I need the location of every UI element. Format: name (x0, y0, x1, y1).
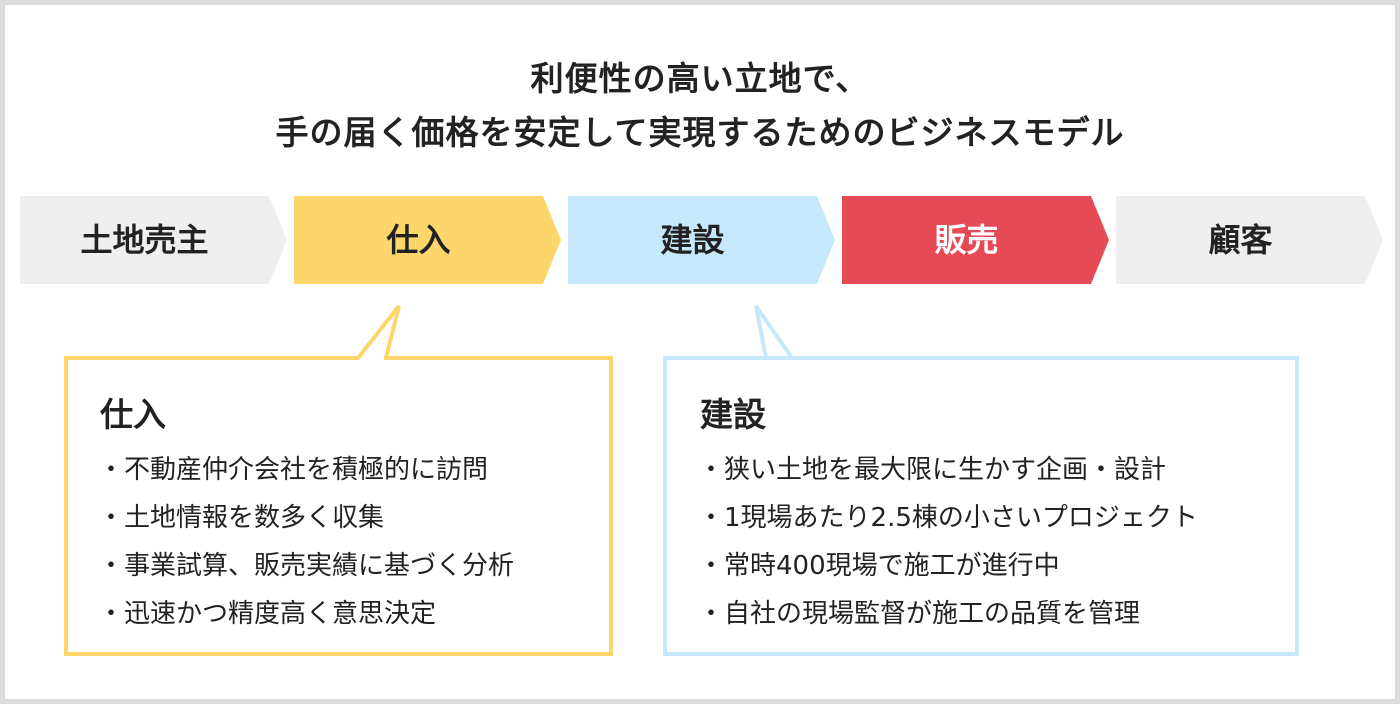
list-item: 1現場あたり2.5棟の小さいプロジェクト (698, 494, 1198, 542)
diagram-title-line2: 手の届く価格を安定して実現するためのビジネスモデル (275, 113, 1125, 152)
construction-box-title: 建設 (700, 395, 766, 434)
construction-box-list: 狭い土地を最大限に生かす企画・設計 1現場あたり2.5棟の小さいプロジェクト 常… (698, 446, 1198, 638)
list-item: 迅速かつ精度高く意思決定 (98, 590, 514, 638)
flow-step-sales: 販売 (934, 221, 999, 259)
purchase-box-list: 不動産仲介会社を積極的に訪問 土地情報を数多く収集 事業試算、販売実績に基づく分… (98, 446, 514, 638)
list-item: 狭い土地を最大限に生かす企画・設計 (698, 446, 1198, 494)
list-item: 土地情報を数多く収集 (98, 494, 514, 542)
flow-step-customer: 顧客 (1208, 221, 1273, 259)
flow-step-construction: 建設 (660, 221, 725, 259)
list-item: 自社の現場監督が施工の品質を管理 (698, 590, 1198, 638)
list-item: 不動産仲介会社を積極的に訪問 (98, 446, 514, 494)
list-item: 事業試算、販売実績に基づく分析 (98, 542, 514, 590)
diagram-title-line1: 利便性の高い立地で、 (530, 59, 870, 98)
flow-step-purchase: 仕入 (386, 221, 451, 259)
flow-step-land-seller: 土地売主 (80, 221, 209, 259)
purchase-box-title: 仕入 (100, 395, 166, 434)
list-item: 常時400現場で施工が進行中 (698, 542, 1198, 590)
